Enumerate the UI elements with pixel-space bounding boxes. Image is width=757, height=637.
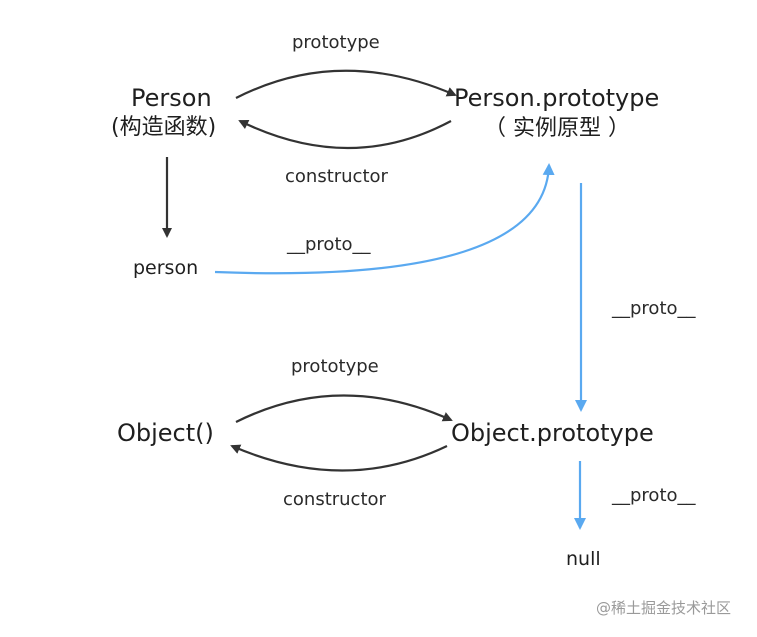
node-object-prototype: Object.prototype bbox=[451, 419, 654, 447]
node-person-instance: person bbox=[133, 257, 199, 279]
arrow-person-constructor bbox=[238, 120, 452, 150]
edge-label-prototype-top: prototype bbox=[292, 32, 380, 53]
arrow-object-constructor bbox=[230, 444, 448, 472]
edge-label-constructor-top: constructor bbox=[285, 166, 388, 187]
arrow-object-prototype bbox=[235, 394, 453, 423]
edge-label-proto-person: __proto__ bbox=[287, 234, 371, 255]
watermark: @稀土掘金技术社区 bbox=[596, 599, 732, 617]
node-null: null bbox=[566, 548, 601, 570]
edge-label-proto-person-prototype: __proto__ bbox=[612, 298, 696, 319]
node-person-constructor-subtitle: (构造函数) bbox=[111, 115, 217, 140]
edge-label-proto-object-prototype: __proto__ bbox=[612, 485, 696, 506]
node-person-constructor: Person bbox=[131, 84, 212, 112]
node-person-prototype-subtitle: （ 实例原型 ） bbox=[484, 116, 630, 141]
edge-label-constructor-bottom: constructor bbox=[283, 489, 386, 510]
node-person-prototype: Person.prototype bbox=[454, 84, 660, 112]
edge-label-prototype-bottom: prototype bbox=[291, 356, 379, 377]
arrow-person-prototype bbox=[235, 69, 457, 99]
node-object-constructor: Object() bbox=[117, 419, 214, 447]
arrow-person-proto bbox=[214, 163, 555, 275]
